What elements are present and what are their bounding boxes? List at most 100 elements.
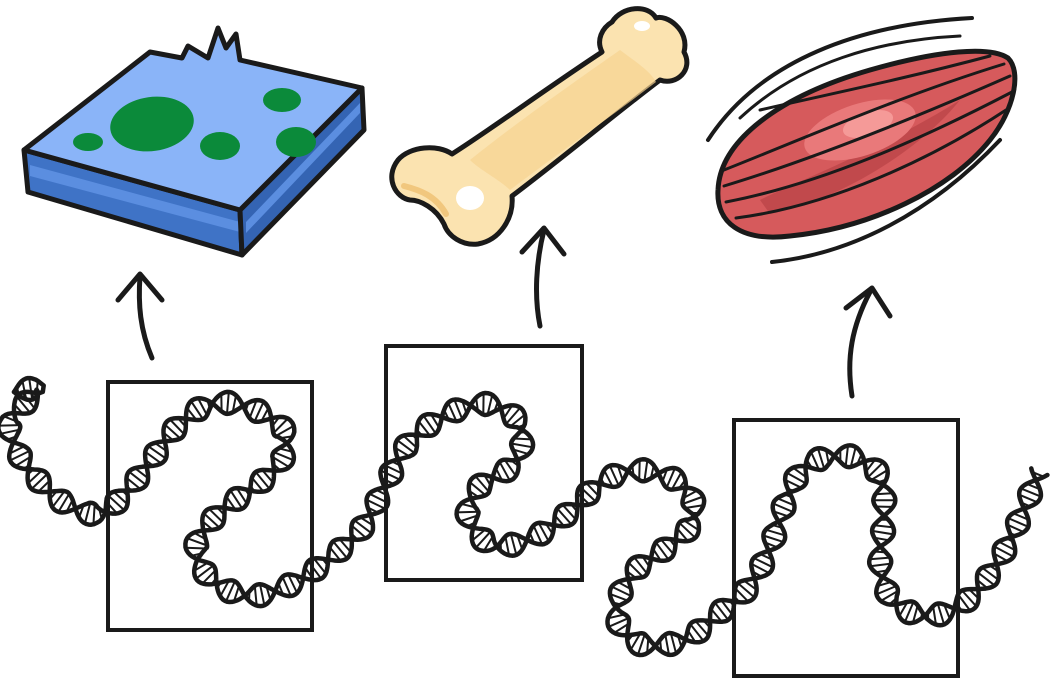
dna-rung	[638, 459, 641, 481]
dna-rung	[287, 573, 299, 594]
dna-rung	[556, 507, 573, 526]
dna-rung	[682, 495, 704, 505]
dna-rung	[417, 420, 431, 437]
dna-rung	[504, 536, 511, 556]
dna-rung	[981, 566, 999, 581]
dna-backbone-2	[6, 375, 1050, 658]
dna-rung	[870, 469, 889, 481]
dna-rung	[585, 482, 600, 497]
dna-rung	[537, 522, 550, 542]
dna-rung	[190, 400, 204, 420]
dna-rung	[511, 442, 533, 449]
dna-rung	[880, 590, 899, 602]
dna-rung	[144, 450, 162, 465]
dna-rung	[147, 445, 167, 460]
dna-rung	[447, 402, 458, 422]
dna-rung	[259, 583, 266, 606]
arrow-to-skin	[115, 271, 165, 361]
dna-rung	[810, 451, 820, 471]
muscle-icon	[706, 16, 1018, 264]
dna-rung	[629, 632, 642, 651]
dna-rung	[186, 537, 208, 547]
dna-rung	[869, 562, 892, 568]
dna-rung	[509, 413, 526, 428]
skin-cell-tissue-icon	[21, 25, 367, 258]
dna-rung	[786, 471, 807, 485]
dna-rung	[776, 497, 795, 507]
dna-rung	[849, 446, 857, 468]
dna-rung	[505, 406, 522, 425]
dna-rung	[201, 569, 217, 585]
dna-rung	[1007, 517, 1029, 528]
dna-rung	[195, 564, 215, 580]
dna-rung	[753, 557, 774, 569]
dna-rung	[486, 394, 494, 415]
dna-rung	[685, 504, 704, 509]
dna-rung	[57, 493, 71, 513]
dna-rung	[603, 469, 614, 488]
dna-rung	[765, 528, 786, 537]
dna-rung	[125, 477, 142, 490]
dna-rung	[169, 418, 186, 435]
dna-rung	[281, 576, 292, 597]
dna-rung	[643, 459, 649, 482]
dna-rung	[669, 632, 678, 654]
dna-rung	[226, 391, 230, 414]
dna-rung	[532, 525, 544, 545]
dna-rung	[366, 498, 386, 510]
dna-rung	[14, 455, 32, 467]
dna-rung	[844, 445, 849, 467]
dna-rung	[670, 471, 683, 491]
dna-rung	[128, 470, 147, 486]
dna-rung	[627, 561, 644, 578]
dna-rung	[869, 556, 891, 561]
dna-rung	[734, 587, 749, 603]
dna-rung	[772, 502, 794, 514]
dna-rung	[27, 469, 43, 484]
dna-rung	[866, 461, 884, 479]
dna-rung	[368, 492, 389, 504]
dna-rung	[51, 490, 66, 508]
dna-rung	[1020, 487, 1042, 498]
dna-rung	[471, 528, 486, 542]
dna-rung	[9, 450, 31, 462]
dna-rung	[0, 428, 20, 435]
dna-rung	[911, 605, 919, 624]
dna-rung	[422, 415, 437, 435]
dna-rung	[453, 399, 464, 420]
dna-rung	[456, 510, 479, 514]
dna-rung	[30, 473, 49, 490]
dna-rung	[876, 585, 897, 596]
dna-rung	[273, 451, 295, 462]
dna-rung	[203, 512, 221, 529]
dna-rung	[503, 459, 517, 477]
dna-rung	[694, 620, 710, 637]
dna-rung	[993, 545, 1015, 558]
dna-rung	[396, 439, 416, 455]
dna-rung	[107, 494, 125, 511]
dna-rung	[231, 395, 237, 413]
dna-rung	[961, 589, 978, 607]
dna-rung	[873, 524, 894, 529]
dna-rung	[665, 467, 676, 489]
dna-rung	[655, 541, 670, 561]
dna-rung	[936, 603, 946, 625]
dna-rung	[579, 485, 597, 503]
dna-rung	[112, 491, 129, 505]
dna-rung	[664, 634, 670, 655]
dna-rung	[689, 623, 705, 642]
dna-rung	[272, 417, 289, 434]
dna-rung	[611, 585, 632, 597]
dna-rung	[225, 580, 236, 602]
dna-rung	[763, 534, 784, 544]
dna-rung	[1006, 523, 1025, 534]
bone-icon	[389, 6, 690, 247]
arrow-to-bone	[519, 225, 567, 329]
dna-rung	[608, 617, 629, 628]
dna-rung	[219, 580, 230, 597]
dna-rung	[251, 477, 265, 493]
dna-rung	[660, 538, 675, 556]
dna-rung	[164, 423, 182, 440]
dna-rung	[83, 502, 92, 524]
dna-rung	[353, 519, 373, 535]
